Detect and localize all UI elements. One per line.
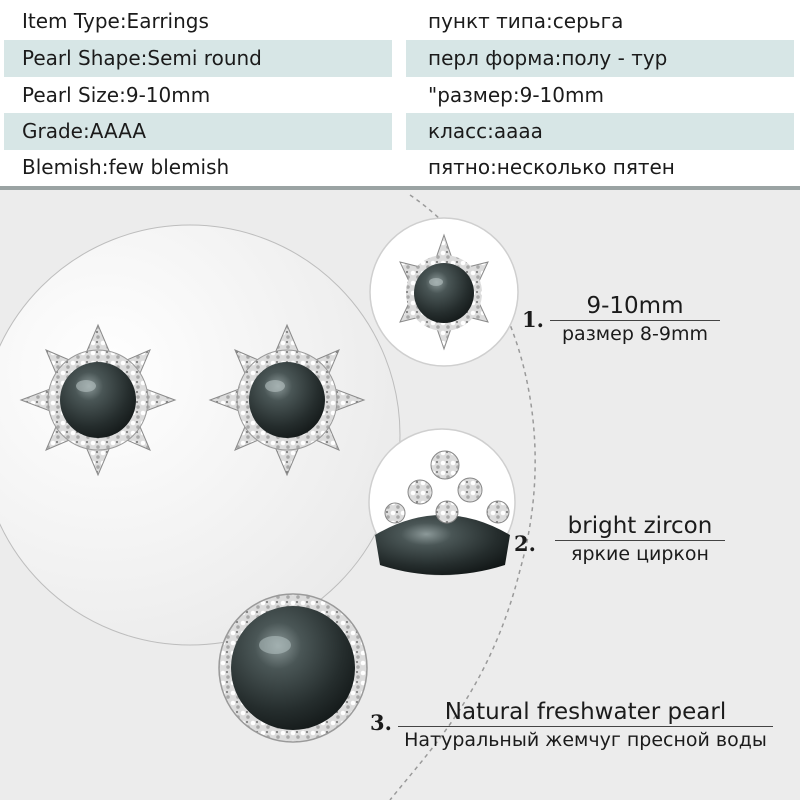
spec-label-en: Pearl Size:9-10mm: [22, 83, 211, 107]
feature-title: Natural freshwater pearl: [444, 699, 727, 725]
feature-number: 2.: [514, 531, 536, 556]
spec-label-en: Blemish:few blemish: [22, 155, 230, 179]
spec-row-grade: Grade:AAAA класс:aaaa: [0, 113, 800, 150]
feature-subtitle: яркие циркон: [555, 540, 725, 567]
divider: [0, 186, 800, 190]
spec-label-ru: класс:aaaa: [406, 113, 794, 150]
spec-row-item-type: Item Type:Earrings пункт типа:серьга: [0, 3, 800, 40]
feature-subtitle: размер 8-9mm: [550, 320, 720, 347]
detail-circle-zircon: [368, 428, 516, 576]
spec-label-en: Grade:AAAA: [4, 113, 392, 150]
spec-label-ru: пятно:несколько пятен: [428, 155, 675, 179]
spec-label-en: Pearl Shape:Semi round: [4, 40, 392, 77]
feature-caption-zircon: bright zircon яркие циркон: [555, 512, 725, 567]
feature-caption-pearl: Natural freshwater pearl Натуральный жем…: [398, 698, 773, 753]
feature-title: 9-10mm: [586, 293, 684, 319]
detail-circle-pearl: [218, 593, 368, 743]
earring-right: [208, 323, 366, 477]
feature-title: bright zircon: [567, 513, 713, 539]
spec-label-ru: пункт типа:серьга: [428, 9, 624, 33]
spec-table: Item Type:Earrings пункт типа:серьга Pea…: [0, 0, 800, 190]
dashed-arc: [389, 194, 536, 800]
spec-label-en: Item Type:Earrings: [22, 9, 209, 33]
detail-circle-size: [369, 217, 519, 367]
feature-caption-size: 9-10mm размер 8-9mm: [550, 292, 720, 347]
spec-row-pearl-shape: Pearl Shape:Semi round перл форма:полу -…: [0, 40, 800, 77]
feature-subtitle: Натуральный жемчуг пресной воды: [398, 726, 773, 753]
spec-label-ru: перл форма:полу - тур: [406, 40, 794, 77]
spec-row-blemish: Blemish:few blemish пятно:несколько пяте…: [0, 149, 800, 186]
product-showcase: 1. 9-10mm размер 8-9mm 2. bright zircon …: [0, 190, 800, 800]
feature-number: 1.: [522, 307, 544, 332]
spec-row-pearl-size: Pearl Size:9-10mm "размер:9-10mm: [0, 77, 800, 114]
spec-label-ru: "размер:9-10mm: [428, 83, 604, 107]
feature-number: 3.: [370, 710, 392, 735]
earring-left: [19, 323, 177, 477]
showcase-artwork: [0, 194, 536, 800]
